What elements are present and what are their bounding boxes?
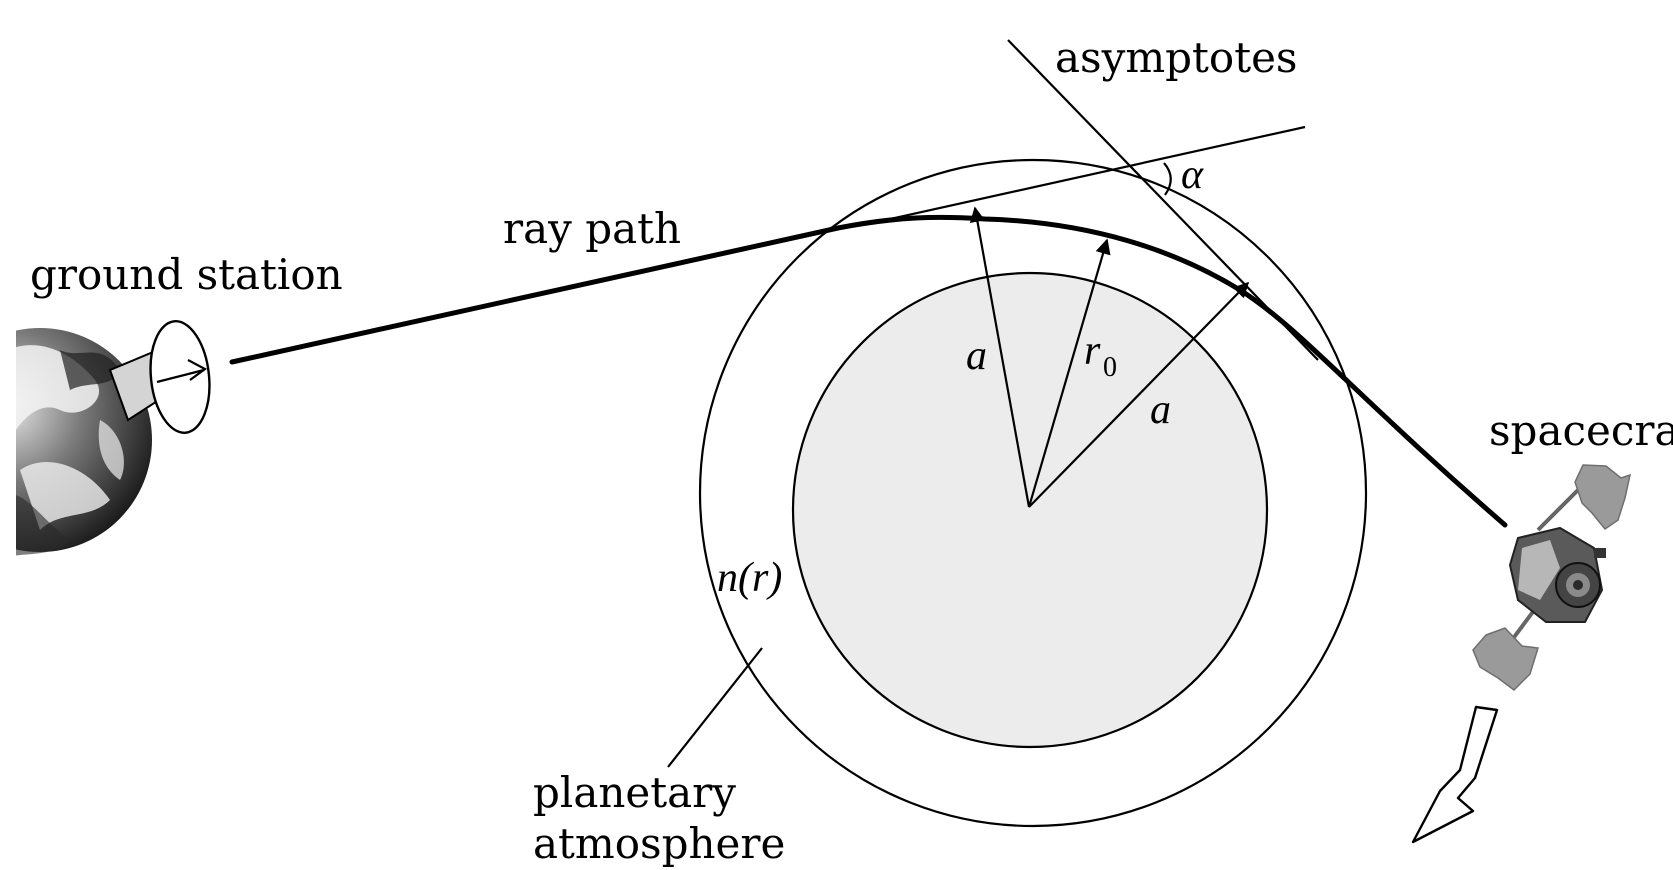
dish-antenna-icon xyxy=(108,320,211,434)
ray-path xyxy=(229,214,1508,528)
asymptote-incoming xyxy=(862,125,1306,227)
radius-r0-label: r xyxy=(1084,328,1101,374)
atmosphere-boundary xyxy=(698,158,1368,828)
ground-station-label: ground station xyxy=(30,250,343,299)
planet-body xyxy=(791,271,1269,749)
radius-a-left-label: a xyxy=(966,333,987,379)
radius-arrow-r0 xyxy=(1027,238,1111,508)
radius-r0-subscript: 0 xyxy=(1103,352,1117,383)
asymptotes-label: asymptotes xyxy=(1055,33,1297,82)
radius-arrow-a-right xyxy=(1028,281,1250,508)
alpha-angle-arc xyxy=(1163,162,1172,196)
motion-arrow-icon xyxy=(1411,705,1499,844)
satellite-icon xyxy=(1472,464,1632,691)
radius-a-right-label: a xyxy=(1150,387,1171,433)
atmosphere-leader-line xyxy=(667,647,763,768)
ray-path-label: ray path xyxy=(503,204,681,253)
planetary-label: planetary xyxy=(533,768,736,817)
alpha-label: α xyxy=(1181,152,1204,198)
radius-arrow-a-left xyxy=(969,206,1031,508)
refractive-index-label: n(r) xyxy=(717,555,782,601)
spacecraft-label: spacecraft xyxy=(1489,406,1673,455)
atmosphere-label: atmosphere xyxy=(533,819,785,868)
